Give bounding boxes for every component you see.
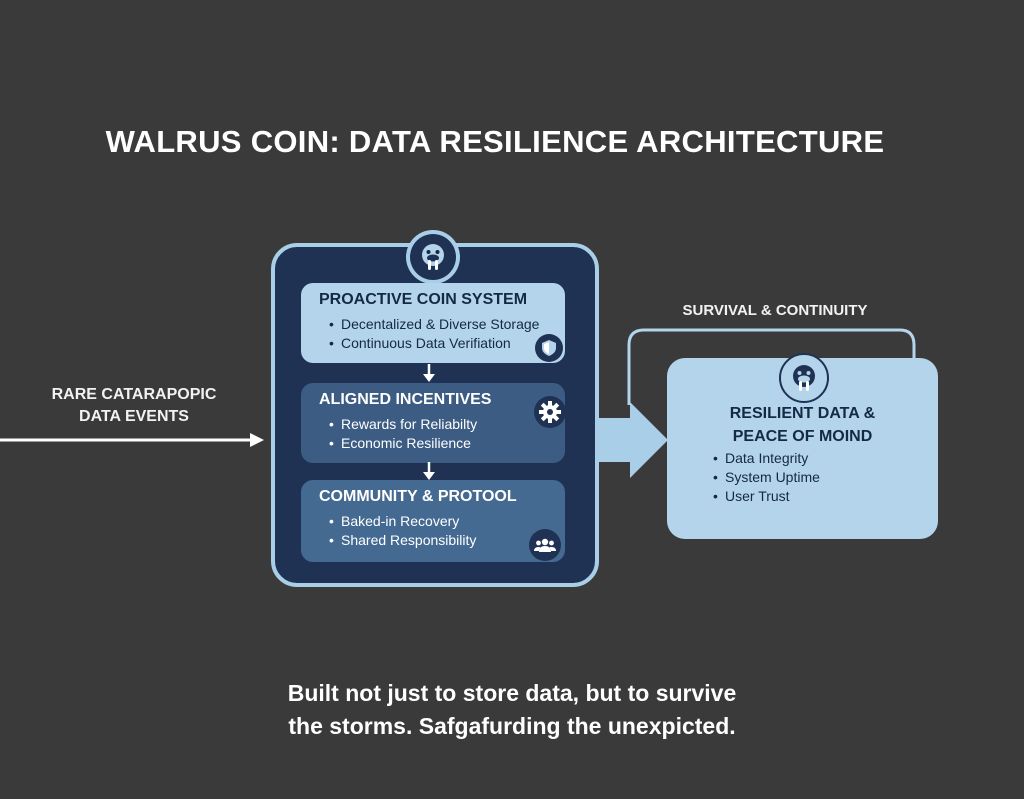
bullet-list: Decentalized & Diverse Storage Continuou… (319, 315, 565, 353)
result-title-line-2: PEACE OF MOIND (732, 428, 873, 445)
card-title: PROACTIVE COIN SYSTEM (319, 291, 528, 308)
community-protocol-card: COMMUNITY & PROTOOL Baked-in Recovery Sh… (301, 480, 565, 562)
walrus-icon (410, 234, 456, 280)
down-arrow (423, 462, 435, 480)
proactive-coin-system-card: PROACTIVE COIN SYSTEM Decentalized & Div… (301, 283, 565, 363)
caption-line-1: Built not just to store data, but to sur… (287, 680, 737, 706)
caption: Built not just to store data, but to sur… (0, 677, 1024, 743)
bullet-list: Baked-in Recovery Shared Responsibility (319, 512, 565, 550)
bullet-list: Rewards for Reliabilty Economic Resilien… (319, 415, 565, 453)
bullet-list: Data Integrity System Uptime User Trust (713, 449, 820, 506)
input-events-label: RARE CATARAPOPIC DATA EVENTS (26, 384, 242, 428)
input-arrow (0, 433, 264, 447)
people-icon (529, 529, 561, 561)
bullet-item: User Trust (713, 487, 820, 506)
survival-continuity-label: SURVIVAL & CONTINUITY (682, 302, 868, 319)
bullet-item: Shared Responsibility (329, 531, 565, 550)
bullet-item: Baked-in Recovery (329, 512, 565, 531)
gear-icon (534, 396, 566, 428)
bullet-item: Continuous Data Verifiation (329, 334, 565, 353)
card-title: ALIGNED INCENTIVES (319, 391, 492, 408)
page-title: WALRUS COIN: DATA RESILIENCE ARCHITECTUR… (105, 124, 885, 159)
bullet-item: Rewards for Reliabilty (329, 415, 565, 434)
input-events-label-line-1: RARE CATARAPOPIC (51, 386, 217, 403)
bullet-item: Data Integrity (713, 449, 820, 468)
result-title-line-1: RESILIENT DATA & (729, 405, 876, 422)
card-title: COMMUNITY & PROTOOL (319, 488, 517, 505)
aligned-incentives-card: ALIGNED INCENTIVES Rewards for Reliabilt… (301, 383, 565, 463)
walrus-logo-badge (406, 230, 460, 284)
walrus-icon (779, 353, 829, 403)
caption-line-2: the storms. Safgafurding the unexpicted. (288, 713, 736, 739)
down-arrow (423, 364, 435, 382)
survival-loop-line (627, 328, 916, 405)
bullet-item: Economic Resilience (329, 434, 565, 453)
result-title: RESILIENT DATA & PEACE OF MOIND (667, 402, 938, 448)
bullet-item: System Uptime (713, 468, 820, 487)
bullet-item: Decentalized & Diverse Storage (329, 315, 565, 334)
input-events-label-line-2: DATA EVENTS (79, 408, 189, 425)
shield-icon (535, 334, 563, 362)
